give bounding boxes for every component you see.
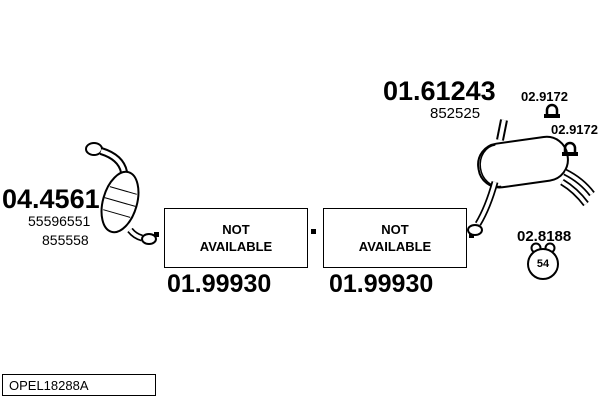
not-available-label-line1: NOT <box>222 222 250 237</box>
rear-muffler-oe-ref: 852525 <box>430 105 481 122</box>
catalytic-converter-icon <box>85 142 157 245</box>
rubber-mount-drawing: 54 <box>521 240 565 284</box>
catalytic-converter-drawing <box>70 138 170 253</box>
not-available-label-line1: NOT <box>381 222 409 237</box>
mid-pipe-right-part-number[interactable]: 01.99930 <box>329 270 434 298</box>
clamp-top-part-number[interactable]: 02.9172 <box>521 89 568 104</box>
not-available-box-left: NOT AVAILABLE <box>164 208 308 268</box>
rubber-mount-icon <box>527 242 559 280</box>
clamp-bottom-part-number[interactable]: 02.9172 <box>551 122 598 137</box>
not-available-label-line2: AVAILABLE <box>199 239 273 254</box>
connector-square-right <box>469 233 474 238</box>
catalyst-part-number[interactable]: 04.4561 <box>2 184 100 214</box>
clamp-bottom-icon <box>561 141 579 157</box>
rubber-mount-icon-number: 54 <box>536 258 550 270</box>
rear-muffler-drawing <box>462 116 597 246</box>
clamp-top-icon <box>543 103 561 119</box>
rear-muffler-part-number[interactable]: 01.61243 <box>383 76 496 106</box>
rear-muffler-icon <box>467 119 595 236</box>
catalyst-oe-ref-1: 55596551 <box>28 213 91 229</box>
connector-square-left <box>154 232 159 237</box>
diagram-code-box: OPEL18288A <box>2 374 156 396</box>
rubber-mount-part-number[interactable]: 02.8188 <box>517 228 572 245</box>
catalyst-oe-ref-2: 855558 <box>42 232 89 248</box>
not-available-label-line2: AVAILABLE <box>358 239 432 254</box>
mid-pipe-left-part-number[interactable]: 01.99930 <box>167 270 272 298</box>
diagram-code: OPEL18288A <box>9 377 89 393</box>
not-available-box-right: NOT AVAILABLE <box>323 208 467 268</box>
connector-square-middle <box>311 229 316 234</box>
